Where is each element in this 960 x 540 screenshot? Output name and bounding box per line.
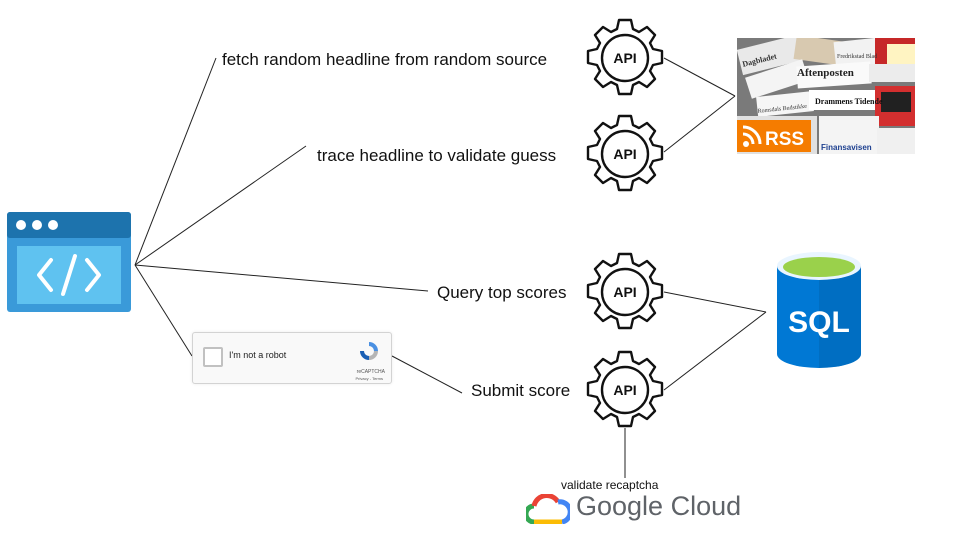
- api-gear-icon: API: [584, 17, 666, 99]
- connector-api2-news: [663, 95, 736, 153]
- api-gear-icon: API: [584, 349, 666, 431]
- masthead-text: Romsdals Budstikke: [757, 104, 807, 115]
- api-badge-label: API: [613, 284, 636, 300]
- news-sources-image: Aftenposten Dagbladet Drammens Tidende F…: [737, 38, 915, 154]
- connector-app-fetch: [134, 57, 217, 266]
- masthead-text: Drammens Tidende: [815, 97, 883, 106]
- recaptcha-widget[interactable]: I'm not a robot reCAPTCHA Privacy - Term…: [192, 332, 392, 384]
- connector-app-trace: [134, 145, 307, 266]
- connector-api4-sql: [663, 311, 767, 391]
- google-cloud-logo-icon: [523, 493, 573, 525]
- recaptcha-brand: reCAPTCHA: [356, 369, 385, 375]
- connector-app-query: [134, 264, 429, 292]
- recaptcha-checkbox[interactable]: [203, 347, 223, 367]
- connector-app-captcha: [134, 264, 193, 357]
- recaptcha-logo-icon: [360, 342, 378, 360]
- rss-label: RSS: [765, 129, 804, 150]
- api-badge-label: API: [613, 146, 636, 162]
- web-app-code-icon: [7, 212, 131, 312]
- label-query-scores: Query top scores: [437, 283, 567, 302]
- api-badge-label: API: [613, 382, 636, 398]
- api-gear-icon: API: [584, 251, 666, 333]
- google-cloud-label: Google Cloud: [576, 491, 742, 521]
- api-badge-label: API: [613, 50, 636, 66]
- connector-captcha-submit: [391, 355, 463, 394]
- label-fetch-headline: fetch random headline from random source: [222, 50, 548, 69]
- sql-label: SQL: [788, 306, 850, 339]
- masthead-text: Aftenposten: [797, 67, 854, 79]
- connector-api3-sql: [663, 291, 767, 313]
- sql-database-icon: SQL: [777, 252, 861, 368]
- connector-api1-news: [663, 57, 736, 97]
- masthead-text: Finansavisen: [821, 143, 872, 152]
- recaptcha-checkbox-label: I'm not a robot: [229, 350, 287, 360]
- api-gear-icon: API: [584, 113, 666, 195]
- label-submit-score: Submit score: [471, 381, 571, 400]
- recaptcha-terms-link[interactable]: Privacy - Terms: [355, 376, 383, 381]
- label-validate-recaptcha: validate recaptcha: [561, 478, 659, 492]
- label-trace-headline: trace headline to validate guess: [317, 146, 557, 165]
- masthead-text: Fredrikstad Blad: [837, 54, 877, 60]
